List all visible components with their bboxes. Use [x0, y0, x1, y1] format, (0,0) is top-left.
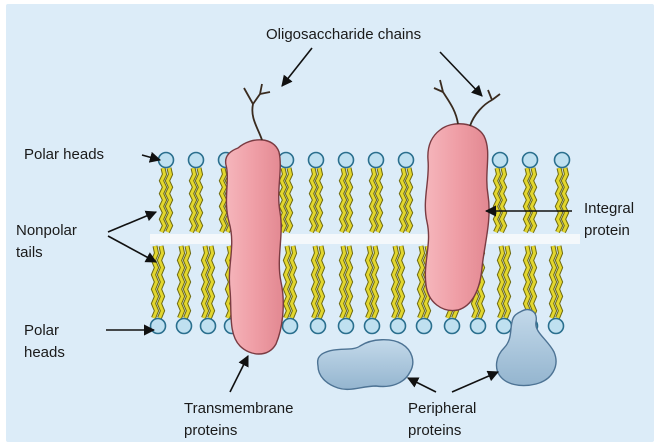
phospholipid-head: [309, 153, 324, 168]
label-oligosaccharide-chains: Oligosaccharide chains: [266, 24, 421, 45]
phospholipid-head: [365, 319, 380, 334]
phospholipid-head: [339, 153, 354, 168]
label-transmembrane-proteins-2: proteins: [184, 420, 237, 441]
phospholipid-head: [339, 319, 354, 334]
label-transmembrane-proteins-1: Transmembrane: [184, 398, 293, 419]
phospholipid-head: [177, 319, 192, 334]
integral-protein: [425, 124, 489, 311]
phospholipid-head: [311, 319, 326, 334]
label-peripheral-proteins-2: proteins: [408, 420, 461, 441]
phospholipid-head: [497, 319, 512, 334]
phospholipid-head: [369, 153, 384, 168]
label-peripheral-proteins-1: Peripheral: [408, 398, 476, 419]
bilayer-midplane: [150, 234, 580, 244]
phospholipid-head: [159, 153, 174, 168]
phospholipid-head: [523, 153, 538, 168]
phospholipid-head: [555, 153, 570, 168]
phospholipid-head: [283, 319, 298, 334]
phospholipid-head: [445, 319, 460, 334]
label-integral-protein-1: Integral: [584, 198, 634, 219]
phospholipid-head: [201, 319, 216, 334]
label-nonpolar-tails-2: tails: [16, 242, 43, 263]
phospholipid-head: [493, 153, 508, 168]
label-polar-heads-top: Polar heads: [24, 144, 104, 165]
phospholipid-head: [471, 319, 486, 334]
phospholipid-head: [189, 153, 204, 168]
label-integral-protein-2: protein: [584, 220, 630, 241]
label-nonpolar-tails-1: Nonpolar: [16, 220, 77, 241]
phospholipid-head: [399, 153, 414, 168]
phospholipid-head: [549, 319, 564, 334]
transmembrane-protein: [226, 140, 284, 354]
phospholipid-head: [417, 319, 432, 334]
label-polar-heads-bottom-1: Polar: [24, 320, 59, 341]
label-polar-heads-bottom-2: heads: [24, 342, 65, 363]
phospholipid-head: [151, 319, 166, 334]
phospholipid-head: [391, 319, 406, 334]
